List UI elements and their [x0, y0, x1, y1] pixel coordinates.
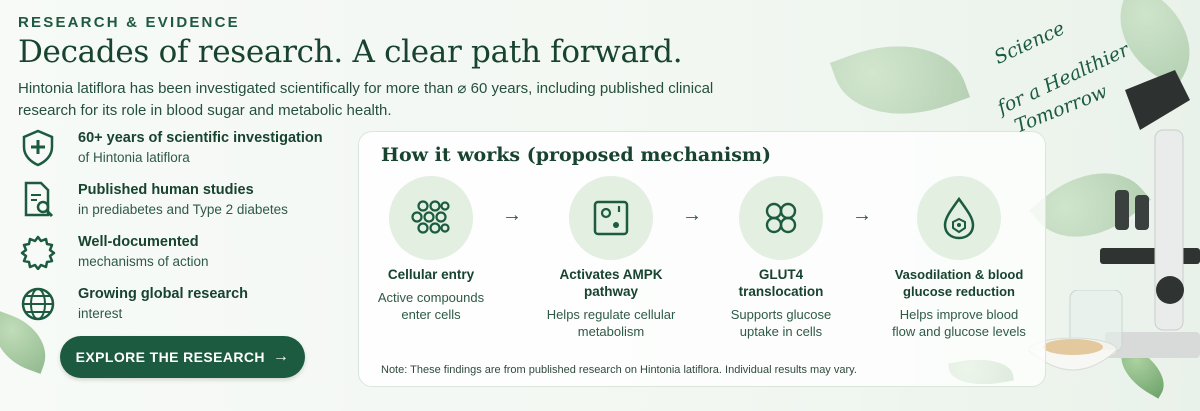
cell-energy-icon [569, 176, 653, 260]
mechanism-step: Vasodilation & blood glucose reduction H… [869, 176, 1049, 340]
arrow-right-icon: → [682, 204, 702, 226]
mechanism-title: How it works (proposed mechanism) [381, 144, 772, 166]
step-title: Cellular entry [387, 267, 475, 282]
leaf-decoration [829, 21, 971, 139]
research-note: Note: These findings are from published … [381, 364, 857, 376]
button-label: EXPLORE THE RESEARCH [75, 349, 265, 365]
step-subtitle: Helps regulate cellular metabolism [546, 307, 676, 339]
feature-subtitle: of Hintonia latiflora [78, 150, 190, 165]
explore-research-button[interactable]: EXPLORE THE RESEARCH → [60, 336, 305, 378]
microscope-icon [1100, 70, 1200, 358]
feature-subtitle: in prediabetes and Type 2 diabetes [78, 202, 288, 217]
tagline: Science for a Healthier Tomorrow [990, 10, 1190, 137]
mechanism-card: How it works (proposed mechanism) Cellul… [358, 131, 1046, 387]
step-title: GLUT4 translocation [738, 267, 824, 299]
gear-icon [18, 232, 58, 272]
feature-item: Published human studies in prediabetes a… [18, 180, 288, 220]
feature-title: Growing global research [78, 286, 249, 302]
tagline-line: Science [990, 17, 1069, 69]
arrow-right-icon: → [272, 348, 290, 365]
feature-title: Well-documented [78, 234, 199, 250]
step-subtitle: Supports glucose uptake in cells [730, 307, 832, 339]
mechanism-step: Activates AMPK pathway Helps regulate ce… [521, 176, 701, 340]
step-title: Activates AMPK pathway [559, 267, 663, 299]
step-subtitle: Active compounds enter cells [377, 290, 485, 322]
arrow-right-icon: → [852, 204, 872, 226]
powder-bowl-icon [1028, 290, 1123, 371]
document-search-icon [18, 180, 58, 220]
feature-subtitle: mechanisms of action [78, 254, 209, 269]
shield-cross-icon [18, 128, 58, 168]
feature-title: Published human studies [78, 182, 254, 198]
arrow-right-icon: → [502, 204, 522, 226]
globe-icon [18, 284, 58, 324]
eyebrow-label: RESEARCH & EVIDENCE [18, 14, 240, 31]
mechanism-step: Cellular entry Active compounds enter ce… [341, 176, 521, 323]
feature-item: Well-documented mechanisms of action [18, 232, 209, 272]
feature-title: 60+ years of scientific investigation [78, 130, 323, 146]
glut4-icon [739, 176, 823, 260]
step-subtitle: Helps improve blood flow and glucose lev… [892, 307, 1026, 339]
blood-drop-icon [917, 176, 1001, 260]
intro-text: Hintonia latiflora has been investigated… [18, 80, 714, 119]
step-title: Vasodilation & blood glucose reduction [894, 267, 1024, 299]
feature-subtitle: interest [78, 306, 123, 321]
page-title: Decades of research. A clear path forwar… [18, 34, 683, 70]
feature-item: Growing global research interest [18, 284, 248, 324]
mechanism-step: GLUT4 translocation Supports glucose upt… [691, 176, 871, 340]
cells-icon [389, 176, 473, 260]
feature-item: 60+ years of scientific investigation of… [18, 128, 323, 168]
